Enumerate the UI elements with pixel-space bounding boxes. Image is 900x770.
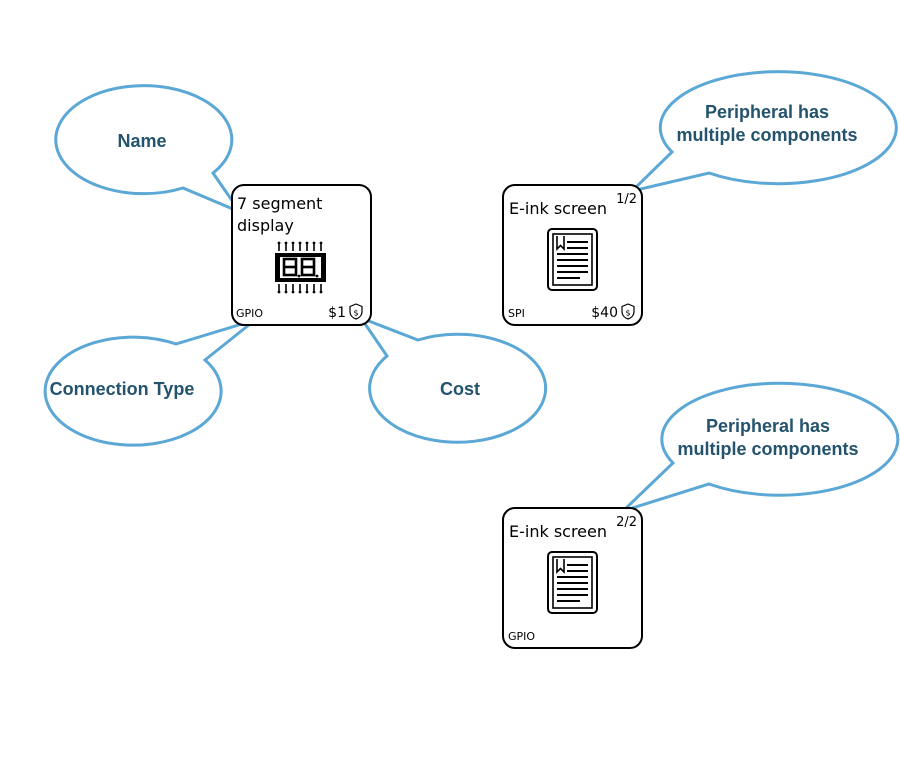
- callout-name: Name: [54, 84, 245, 216]
- callout-cost-bubble: [357, 314, 548, 444]
- card-eink-screen-2-name: E-ink screen: [509, 522, 607, 541]
- card-eink-screen-1-name: E-ink screen: [509, 199, 607, 218]
- callout-name-bubble: [54, 84, 245, 216]
- callout-cost: Cost: [357, 314, 548, 444]
- card-seven-segment-display[interactable]: 7 segment display: [231, 184, 372, 326]
- callout-multiple-components-2: Peripheral has multiple components: [621, 381, 900, 513]
- ebook-reader-icon: [547, 551, 598, 614]
- card-eink-screen-2[interactable]: E-ink screen 2/2 GPIO: [502, 507, 643, 649]
- card-eink-screen-2-connection: GPIO: [508, 630, 535, 643]
- card-eink-screen-1-connection: SPI: [508, 307, 525, 320]
- card-eink-screen-1-cost: $40: [591, 305, 618, 321]
- svg-text:$: $: [353, 308, 358, 317]
- callout-multiple-components-1-line1: Peripheral has: [705, 102, 829, 122]
- card-eink-screen-1[interactable]: E-ink screen 1/2 SPI $40 $: [502, 184, 643, 326]
- card-eink-screen-2-count: 2/2: [616, 515, 637, 530]
- callout-multiple-components-1: Peripheral has multiple components: [627, 70, 898, 194]
- callout-connection-type-bubble: [43, 318, 256, 447]
- seven-segment-display-icon: [275, 241, 326, 294]
- callout-multiple-components-2-bubble: [621, 381, 900, 513]
- svg-text:$: $: [625, 308, 630, 317]
- callout-name-label: Name: [117, 131, 166, 151]
- card-seven-segment-display-cost: $1: [328, 305, 346, 321]
- ebook-reader-icon: [547, 228, 598, 291]
- card-eink-screen-1-count: 1/2: [616, 192, 637, 207]
- callout-cost-label: Cost: [440, 379, 480, 399]
- coin-shield-icon: $: [349, 303, 363, 320]
- card-seven-segment-display-connection: GPIO: [236, 307, 263, 320]
- coin-shield-icon: $: [621, 303, 635, 320]
- callout-multiple-components-1-bubble: [627, 70, 898, 194]
- callout-connection-type-label: Connection Type: [50, 379, 195, 399]
- card-seven-segment-display-name-line1: 7 segment: [237, 194, 322, 213]
- card-seven-segment-display-name-line2: display: [237, 216, 294, 235]
- callout-multiple-components-2-line1: Peripheral has: [706, 416, 830, 436]
- callout-multiple-components-2-line2: multiple components: [677, 439, 858, 459]
- callout-multiple-components-1-line2: multiple components: [676, 125, 857, 145]
- callout-connection-type: Connection Type: [43, 318, 256, 447]
